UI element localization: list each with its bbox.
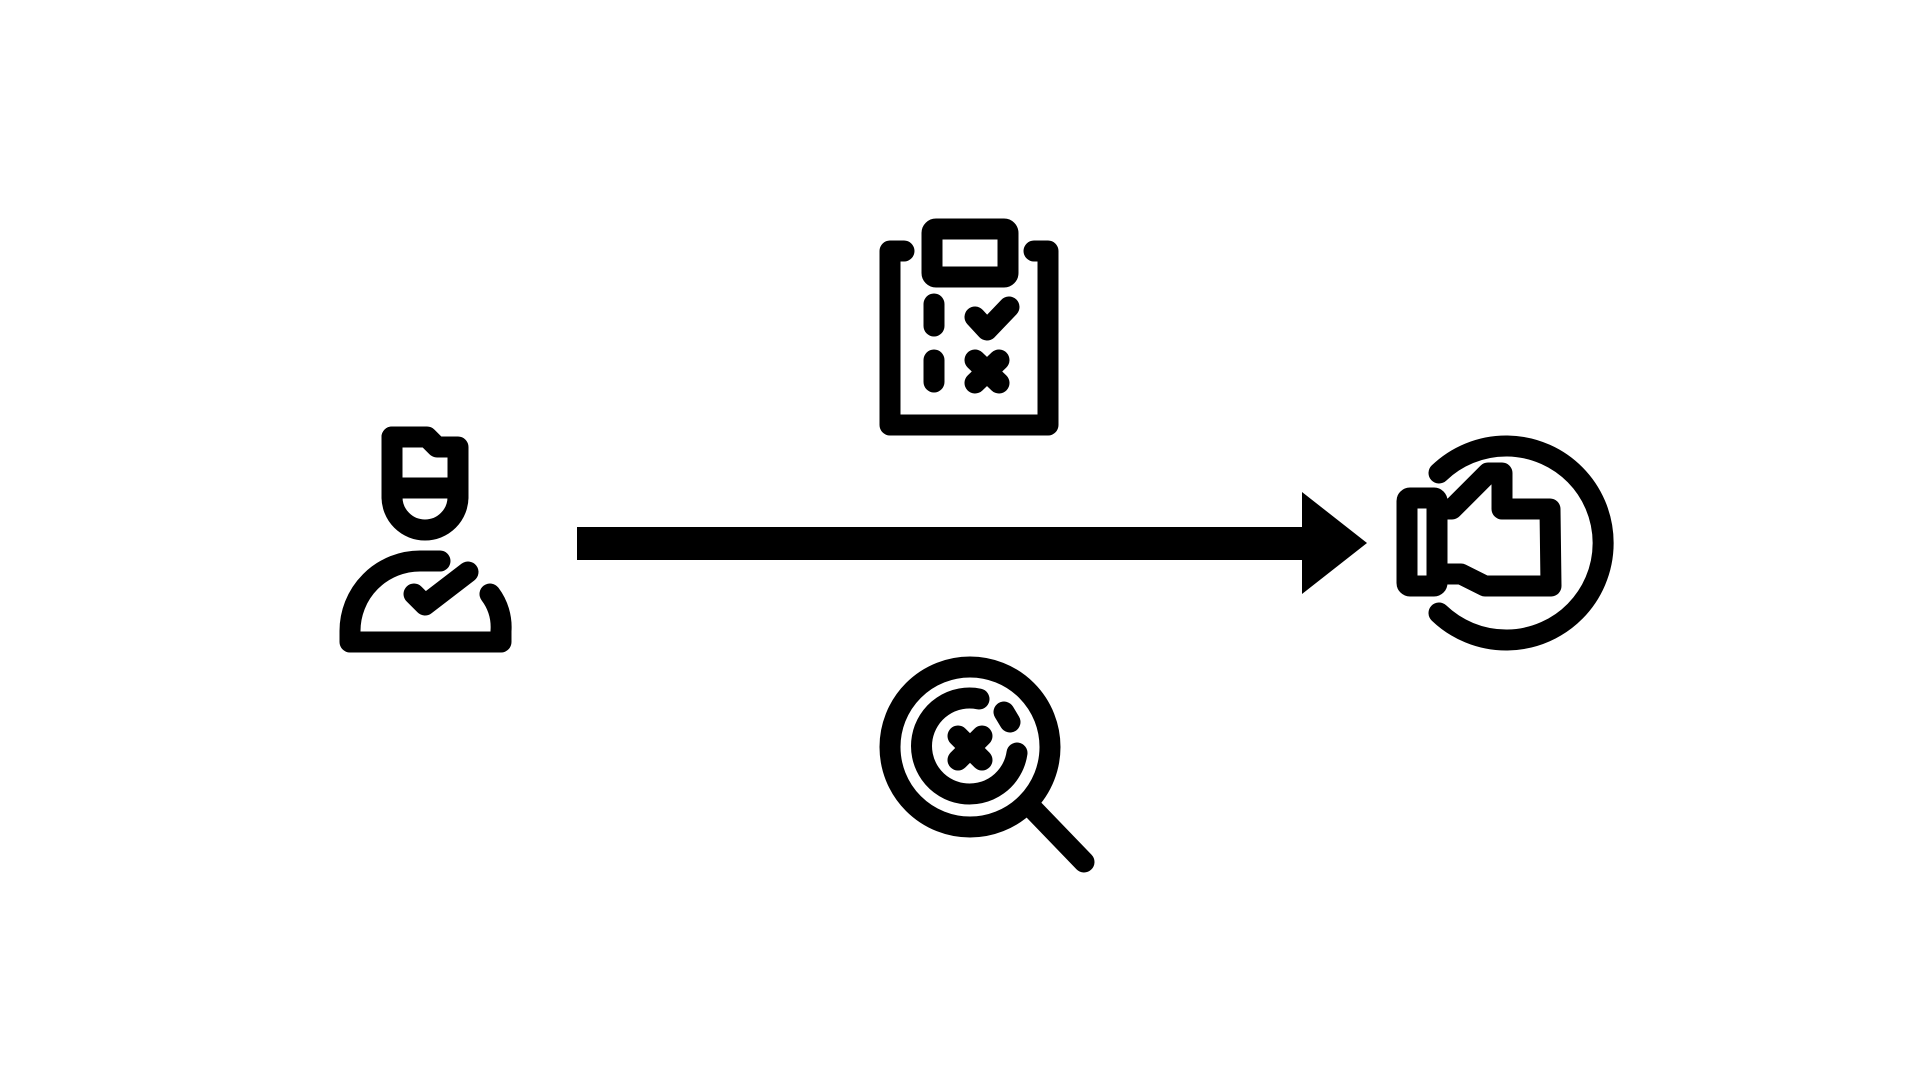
checklist-clipboard-icon xyxy=(879,218,1059,436)
magnifier-defect-icon xyxy=(879,656,1095,873)
flow-arrow xyxy=(577,492,1367,594)
inspector-person-icon xyxy=(339,426,512,653)
flow-arrow-shaft xyxy=(577,527,1307,560)
thumbs-up-approval-icon xyxy=(1396,435,1614,651)
flow-arrow-head xyxy=(1302,492,1367,594)
